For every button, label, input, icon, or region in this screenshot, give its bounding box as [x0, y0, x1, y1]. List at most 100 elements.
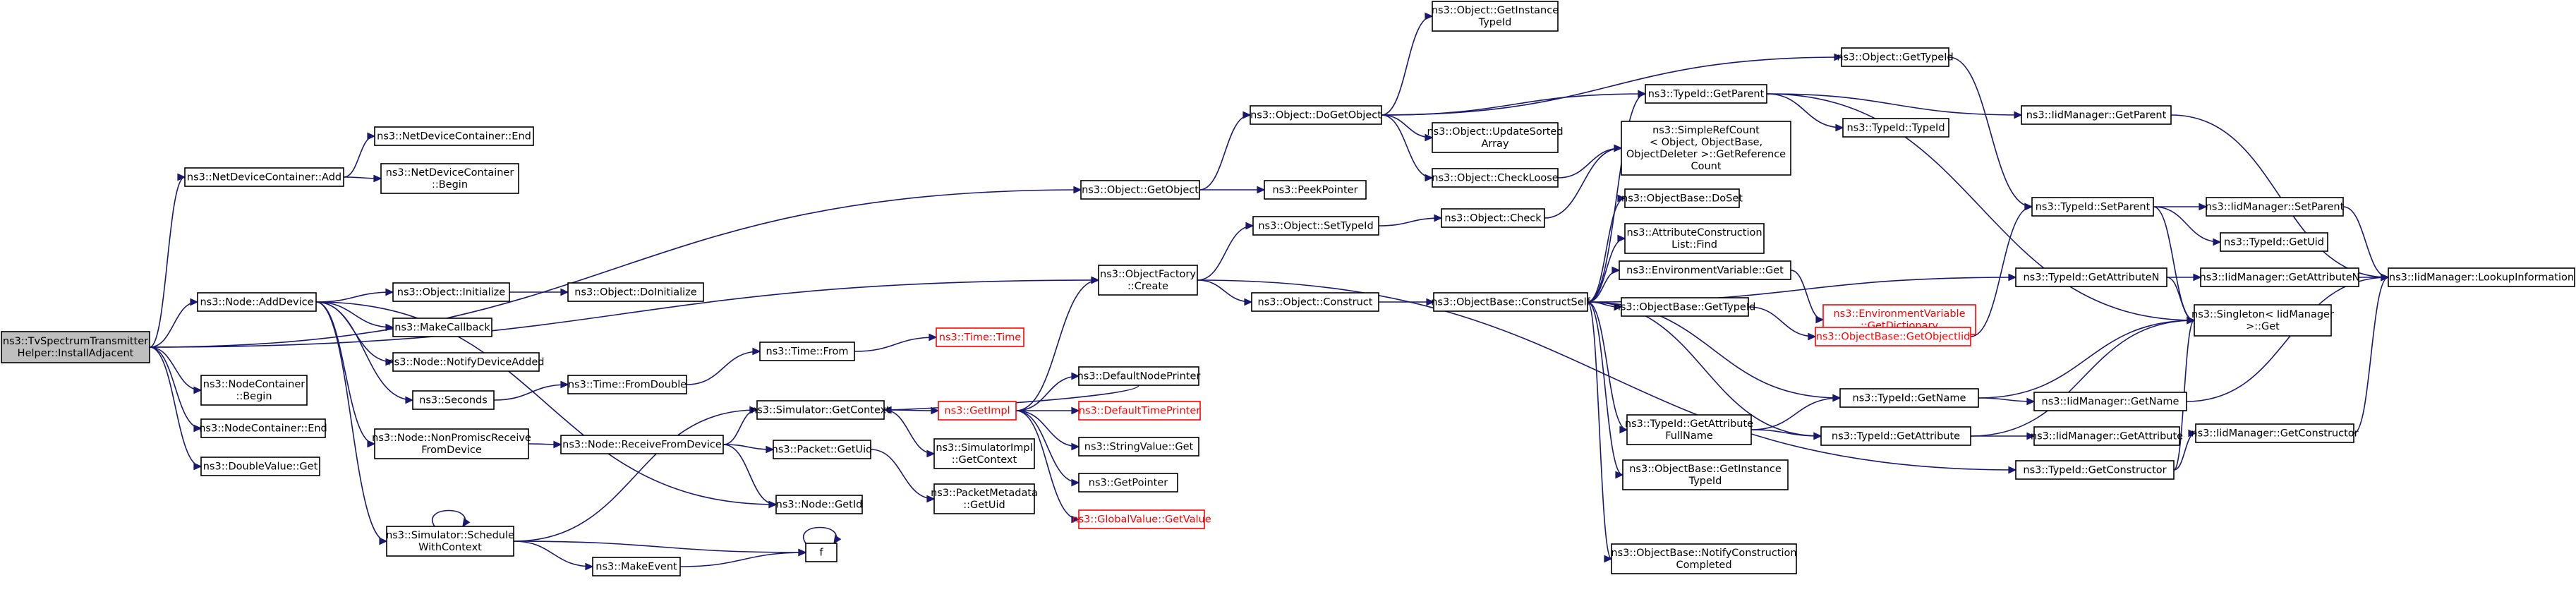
edge-line	[1015, 410, 1080, 447]
node-obj-gettypeid[interactable]: ns3::Object::GetTypeId	[1837, 47, 1954, 67]
node-label-line: ns3::Time::Time	[939, 332, 1022, 344]
node-sim-getcontext[interactable]: ns3::Simulator::GetContext	[751, 400, 890, 420]
node-getimpl[interactable]: ns3::GetImpl	[938, 401, 1017, 421]
node-ob-constructself[interactable]: ns3::ObjectBase::ConstructSelf	[1431, 292, 1591, 312]
edge-arrowhead	[462, 518, 471, 528]
node-iidmgr-getname[interactable]: ns3::IidManager::GetName	[2033, 392, 2187, 411]
node-tid-typeid[interactable]: ns3::TypeId::TypeId	[1842, 118, 1949, 138]
node-singleton-get[interactable]: ns3::Singleton< IidManager >::Get	[2191, 304, 2334, 337]
node-node-getid[interactable]: ns3::Node::GetId	[775, 495, 863, 514]
node-label-line: ns3::EnvironmentVariable::Get	[1626, 265, 1784, 277]
edge-arrowhead	[2024, 203, 2033, 211]
node-nc-begin[interactable]: ns3::NodeContainer::Begin	[200, 375, 308, 406]
node-label-line: ns3::Node::ReceiveFromDevice	[562, 440, 722, 451]
node-obj-getobject[interactable]: ns3::Object::GetObject	[1080, 180, 1200, 200]
node-getpointer[interactable]: ns3::GetPointer	[1078, 473, 1178, 493]
node-ndc-add[interactable]: ns3::NetDeviceContainer::Add	[184, 167, 344, 187]
node-ob-gettypeid[interactable]: ns3::ObjectBase::GetTypeId	[1614, 297, 1756, 317]
node-stringvalue-get[interactable]: ns3::StringValue::Get	[1078, 437, 1199, 457]
node-f[interactable]: f	[805, 543, 837, 562]
node-defnodeprinter[interactable]: ns3::DefaultNodePrinter	[1077, 366, 1201, 386]
node-box	[775, 495, 863, 514]
node-obj-dogetobject[interactable]: ns3::Object::DoGetObject	[1250, 105, 1382, 125]
node-iidmgr-getattribute[interactable]: ns3::IidManager::GetAttribute	[2031, 426, 2183, 446]
edge-obj-dogetobject-to-tid-getparent	[1381, 90, 1647, 116]
edge-getimpl-to-objfactory-create	[1015, 276, 1100, 411]
node-node-adddevice[interactable]: ns3::Node::AddDevice	[197, 292, 317, 312]
node-ndc-end[interactable]: ns3::NetDeviceContainer::End	[374, 126, 534, 146]
node-simimpl-getcontext[interactable]: ns3::SimulatorImpl::GetContext	[933, 438, 1035, 469]
node-obj-init[interactable]: ns3::Object::Initialize	[392, 282, 510, 302]
node-pm-getuid[interactable]: ns3::PacketMetadata::GetUid	[931, 483, 1038, 514]
node-tid-getparent[interactable]: ns3::TypeId::GetParent	[1645, 84, 1767, 104]
edge-defnodeprinter-to-sim-getcontext	[883, 385, 1139, 414]
edge-arrowhead	[833, 535, 842, 545]
node-objfactory-create[interactable]: ns3::ObjectFactory::Create	[1098, 265, 1198, 296]
edge-arrowhead	[1242, 111, 1252, 119]
node-tid-setparent[interactable]: ns3::TypeId::SetParent	[2031, 197, 2154, 217]
node-time-from[interactable]: ns3::Time::From	[759, 342, 855, 361]
node-box	[805, 543, 837, 562]
edge-recvfromdev-to-packet-getuid	[722, 444, 775, 454]
node-nc-end[interactable]: ns3::NodeContainer::End	[199, 418, 327, 438]
node-packet-getuid[interactable]: ns3::Packet::GetUid	[772, 440, 873, 459]
node-obj-construct[interactable]: ns3::Object::Construct	[1251, 292, 1379, 312]
node-srefcount[interactable]: ns3::SimpleRefCount< Object, ObjectBase,…	[1621, 121, 1791, 176]
node-recvfromdev[interactable]: ns3::Node::ReceiveFromDevice	[560, 435, 724, 454]
node-seconds[interactable]: ns3::Seconds	[412, 390, 495, 410]
edge-getimpl-to-getpointer	[1015, 410, 1080, 487]
edge-f-to-f	[803, 526, 842, 545]
edge-line	[315, 301, 413, 401]
node-box	[2220, 232, 2328, 252]
node-peekpointer[interactable]: ns3::PeekPointer	[1264, 180, 1367, 200]
node-iidmgr-getparent[interactable]: ns3::IidManager::GetParent	[2021, 105, 2172, 125]
node-deftimeprinter[interactable]: ns3::DefaultTimePrinter	[1078, 401, 1201, 421]
node-envvar-getdict[interactable]: ns3::EnvironmentVariable::GetDictionary	[1822, 304, 1976, 335]
node-obj-checkloose[interactable]: ns3::Object::CheckLoose	[1432, 168, 1559, 188]
node-tid-getattributen[interactable]: ns3::TypeId::GetAttributeN	[2015, 267, 2167, 287]
node-label-line: ns3::Object::SetTypeId	[1258, 221, 1373, 232]
node-obj-settypeid[interactable]: ns3::Object::SetTypeId	[1252, 216, 1379, 236]
node-obj-check[interactable]: ns3::Object::Check	[1441, 208, 1545, 228]
node-box	[386, 526, 514, 557]
node-makeevent[interactable]: ns3::MakeEvent	[592, 557, 681, 576]
node-tid-getuid[interactable]: ns3::TypeId::GetUid	[2220, 232, 2328, 252]
edge-line	[2342, 206, 2389, 278]
node-label-line: ns3::DefaultTimePrinter	[1079, 406, 1200, 417]
node-iidmgr-getconstructor[interactable]: ns3::IidManager::GetConstructor	[2191, 423, 2359, 443]
node-label-line: ns3::IidManager::GetConstructor	[2191, 428, 2358, 440]
edge-getimpl-to-defnodeprinter	[1015, 372, 1080, 411]
node-tid-getattribute[interactable]: ns3::TypeId::GetAttribute	[1820, 426, 1971, 446]
edge-arrowhead	[1425, 12, 1434, 20]
node-iidmgr-setparent[interactable]: ns3::IidManager::SetParent	[2206, 197, 2345, 217]
edge-ob-constructself-to-ob-getinstancetypeid	[1587, 301, 1624, 479]
node-ob-getobjectiid[interactable]: ns3::ObjectBase::GetObjectIid	[1815, 327, 1971, 346]
node-makecallback[interactable]: ns3::MakeCallback	[392, 318, 492, 337]
node-dv-get[interactable]: ns3::DoubleValue::Get	[200, 457, 320, 476]
edge-tid-getattrfullname-to-tid-getname	[1750, 394, 1842, 430]
node-time-fromdouble[interactable]: ns3::Time::FromDouble	[567, 375, 687, 394]
node-ndc-begin[interactable]: ns3::NetDeviceContainer::Begin	[380, 163, 519, 194]
node-iidmgr-getattributen[interactable]: ns3::IidManager::GetAttributeN	[2199, 267, 2360, 287]
node-box	[2021, 105, 2172, 125]
edge-time-from-to-time-time	[854, 333, 938, 352]
node-notifydev[interactable]: ns3::Node::NotifyDeviceAdded	[387, 352, 545, 372]
node-iidmgr-lookup[interactable]: ns3::IidManager::LookupInformation	[2388, 267, 2575, 287]
node-tid-getconstructor[interactable]: ns3::TypeId::GetConstructor	[2015, 460, 2175, 480]
node-ob-doset[interactable]: ns3::ObjectBase::DoSet	[1621, 188, 1743, 208]
edge-obj-gettypeid-to-tid-setparent	[1948, 56, 2033, 211]
node-globalvalue-get[interactable]: ns3::GlobalValue::GetValue	[1072, 509, 1211, 529]
node-time-time[interactable]: ns3::Time::Time	[936, 327, 1024, 347]
edge-arrowhead	[1071, 442, 1080, 451]
node-obj-doinit[interactable]: ns3::Object::DoInitialize	[567, 282, 704, 302]
node-ob-notifyconstruction[interactable]: ns3::ObjectBase::NotifyConstructionCompl…	[1611, 543, 1797, 574]
node-envvar-get[interactable]: ns3::EnvironmentVariable::Get	[1619, 260, 1791, 280]
node-tid-getname[interactable]: ns3::TypeId::GetName	[1839, 388, 1979, 408]
